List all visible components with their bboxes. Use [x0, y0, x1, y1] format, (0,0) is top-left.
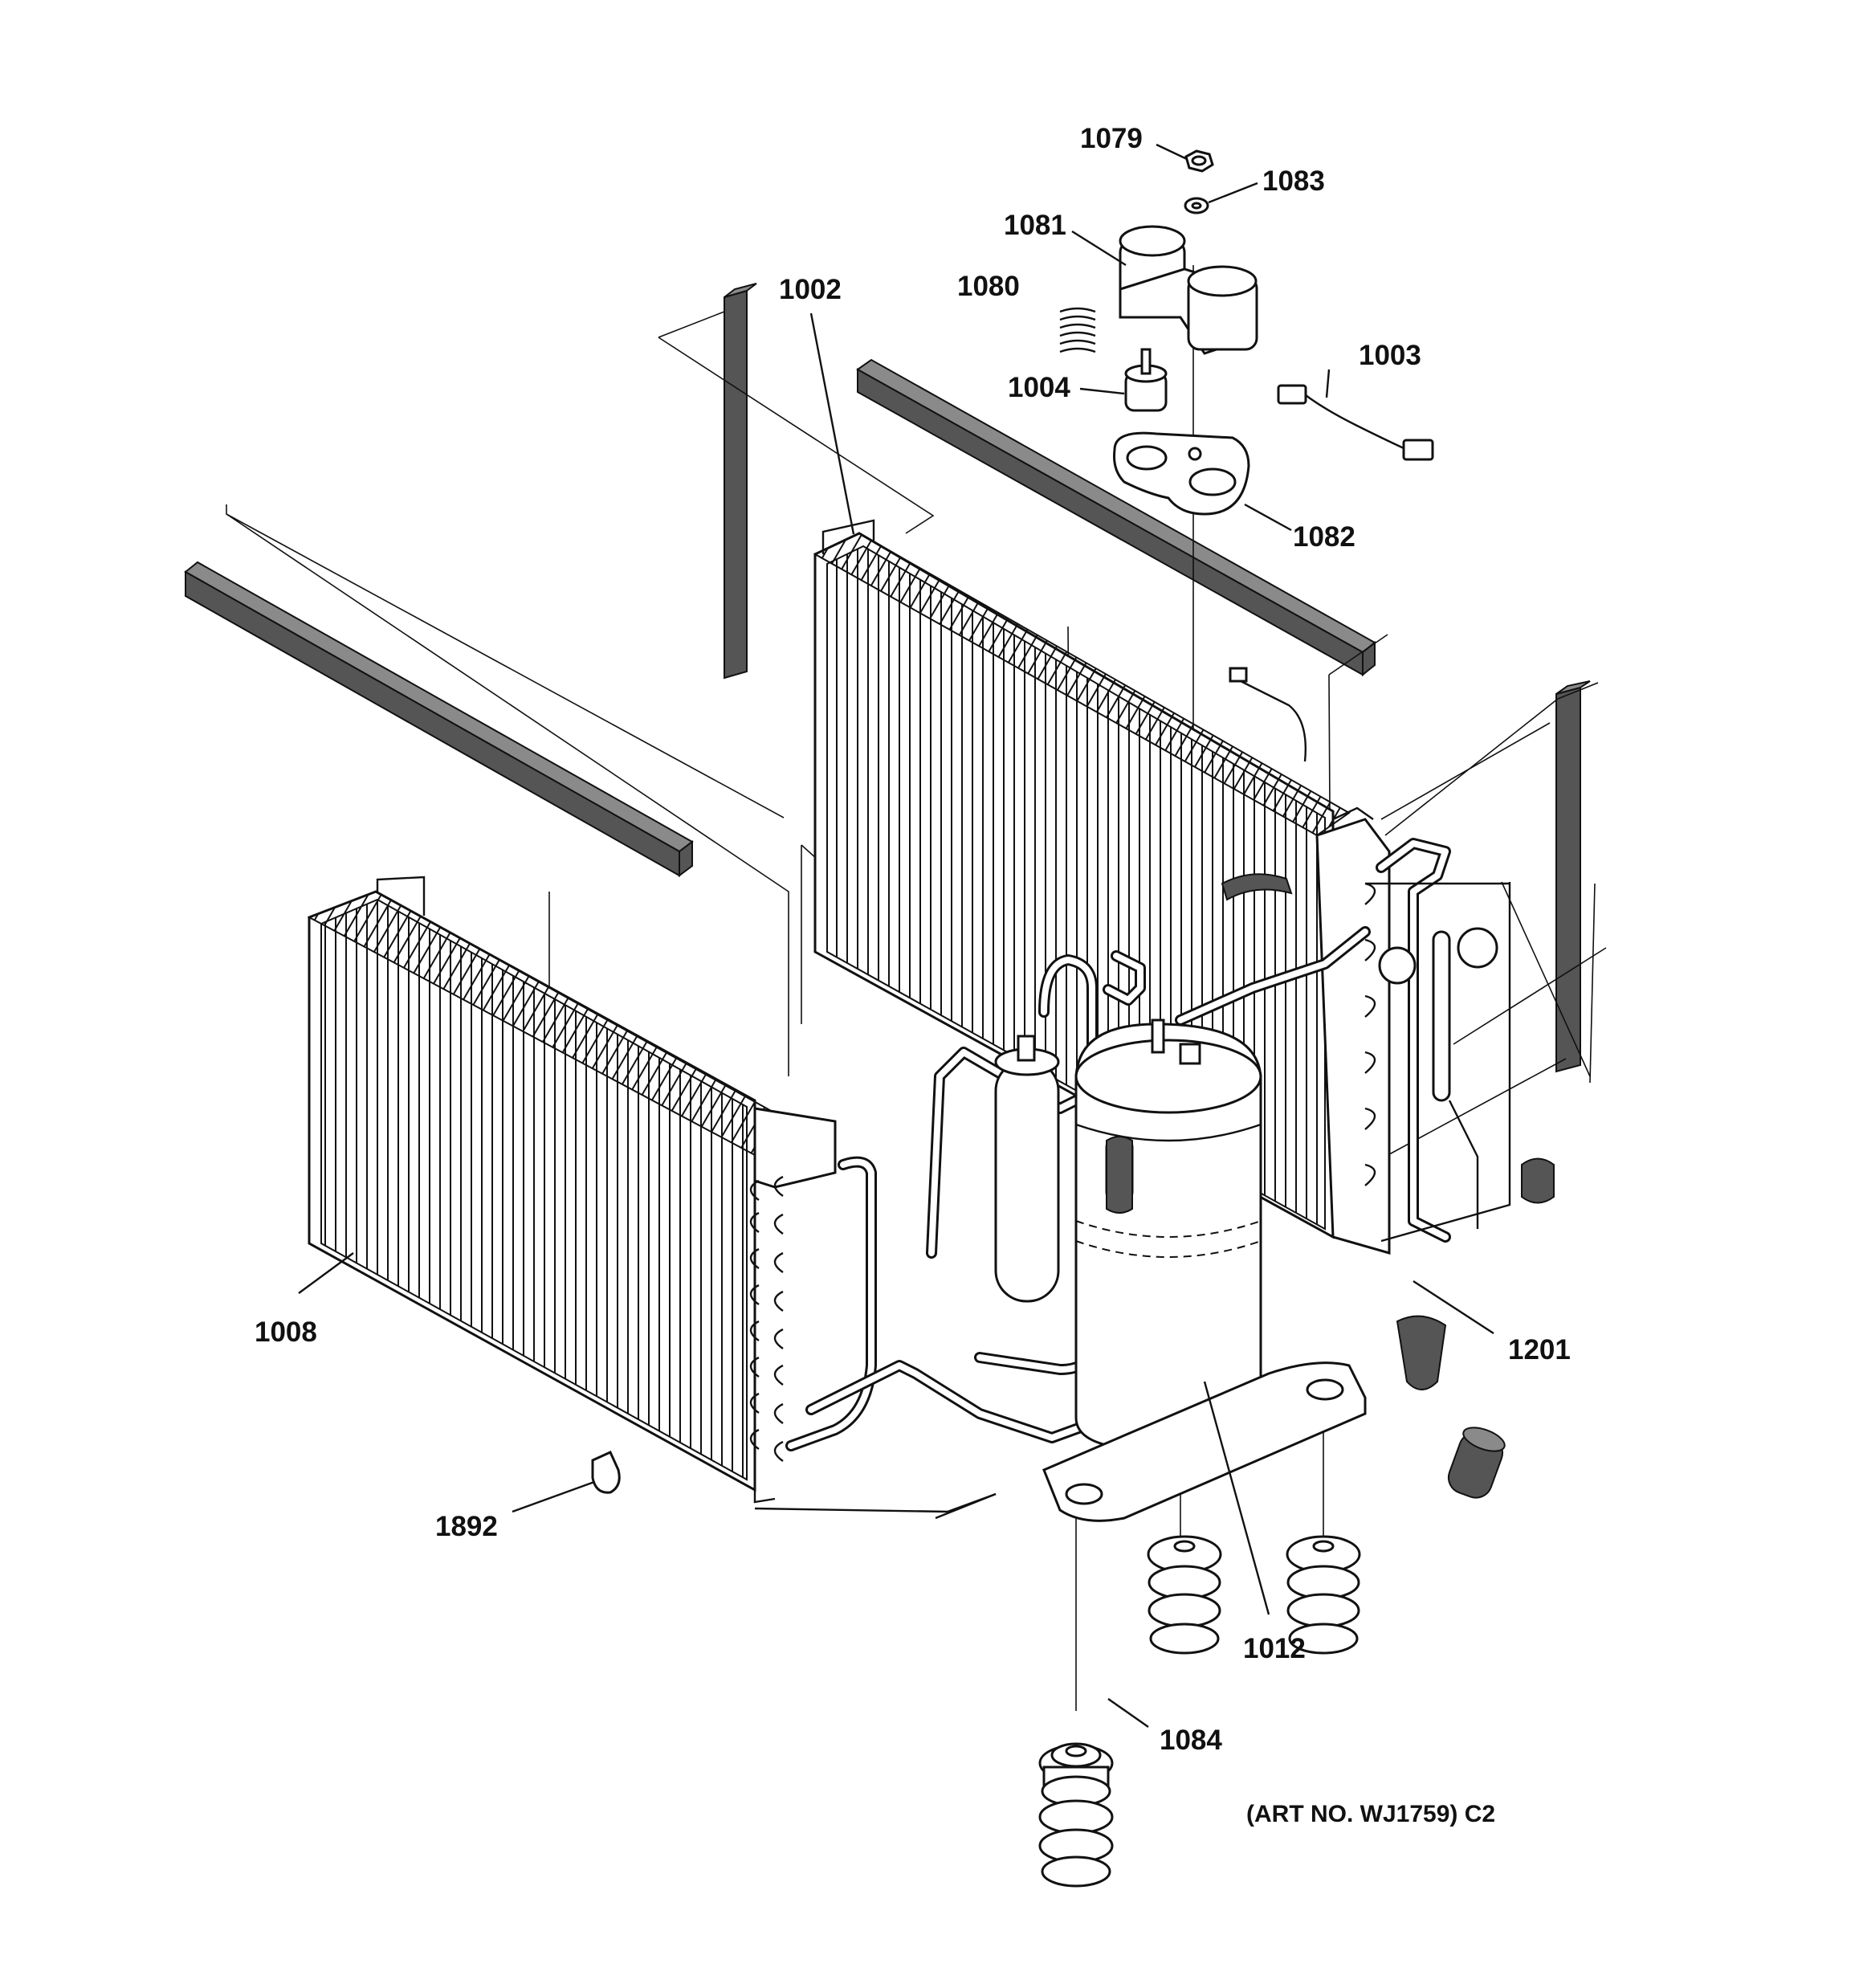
base-frame — [754, 882, 1511, 1520]
foam-strip-vertical-upper — [724, 283, 757, 680]
coil-wire-lead — [1229, 667, 1307, 762]
capillary-coils — [1378, 927, 1498, 1229]
tube-sleeve — [1447, 1427, 1506, 1499]
label-1892: 1892 — [435, 1511, 498, 1542]
label-1004: 1004 — [1008, 372, 1070, 403]
label-1003: 1003 — [1359, 340, 1421, 371]
label-1084: 1084 — [1160, 1725, 1222, 1756]
label-1080: 1080 — [957, 271, 1020, 302]
grommet-middle — [1147, 1535, 1222, 1655]
bracket-1082 — [1113, 431, 1250, 516]
capacitor-1081 — [1119, 225, 1258, 355]
label-1081: 1081 — [1004, 210, 1066, 241]
grommet-left — [1038, 1742, 1114, 1888]
clip-1892 — [591, 1451, 621, 1494]
washer-1083 — [1184, 197, 1209, 214]
label-1083: 1083 — [1262, 165, 1325, 197]
tube-clamp-right — [1521, 1157, 1555, 1204]
label-1082: 1082 — [1293, 521, 1355, 553]
label-1002: 1002 — [779, 274, 842, 305]
foam-strip-left — [184, 561, 694, 877]
label-1012: 1012 — [1243, 1633, 1306, 1664]
wire-harness-1003 — [1277, 384, 1434, 461]
compressor — [1074, 1018, 1262, 1451]
grommet-right — [1286, 1535, 1361, 1655]
tube-insulator — [1106, 873, 1293, 1214]
spring-1080 — [1059, 307, 1096, 353]
clip-1201 — [1396, 1315, 1447, 1390]
return-bends-left — [749, 1175, 784, 1462]
filter-drier — [994, 1035, 1060, 1303]
label-1201: 1201 — [1508, 1334, 1571, 1365]
nut-1079 — [1184, 149, 1214, 173]
compressor-base — [1042, 1361, 1367, 1522]
condenser-coil-left — [307, 876, 837, 1504]
art-number: (ART NO. WJ1759) C2 — [1246, 1801, 1495, 1827]
callout-leaders — [298, 143, 1494, 1728]
overload-1004 — [1124, 348, 1168, 412]
label-1079: 1079 — [1080, 123, 1143, 154]
part-labels: 1079 1083 1081 1002 1080 1003 1004 1082 … — [255, 123, 1571, 1756]
label-1008: 1008 — [255, 1316, 317, 1348]
